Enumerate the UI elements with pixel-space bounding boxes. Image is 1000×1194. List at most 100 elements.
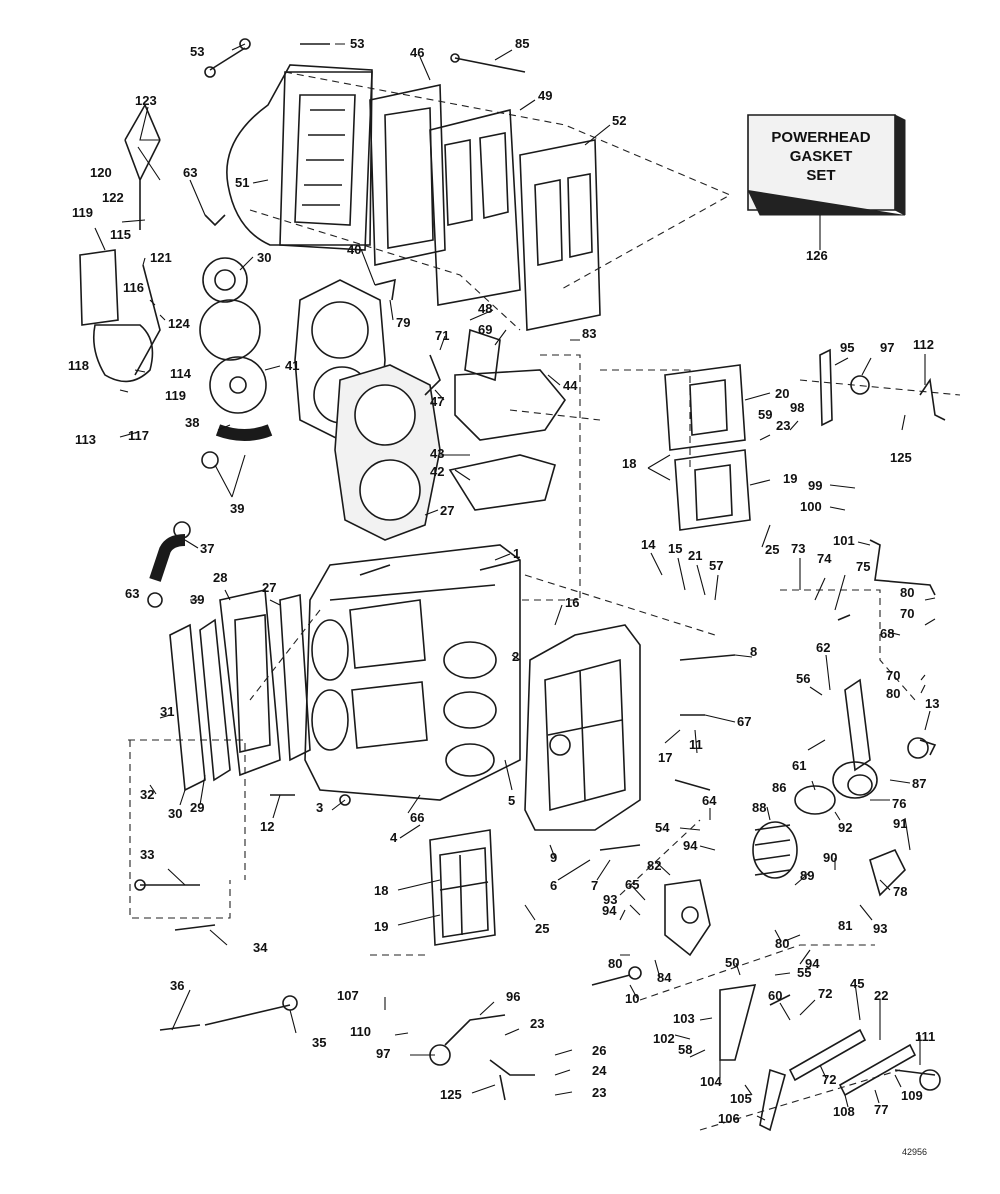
callout-119-bottom: 119 (165, 388, 186, 403)
callout-35: 35 (312, 1035, 326, 1050)
callout-34: 34 (253, 940, 268, 955)
callout-9: 9 (550, 850, 557, 865)
callout-32: 32 (140, 787, 154, 802)
callout-113: 113 (75, 432, 96, 447)
callout-66: 66 (410, 810, 424, 825)
callout-41: 41 (285, 358, 299, 373)
callout-33: 33 (140, 847, 154, 862)
callout-42: 42 (430, 464, 444, 479)
callout-14: 14 (641, 537, 656, 552)
linkage-parts (664, 348, 946, 1132)
callout-116: 116 (123, 280, 144, 295)
cylinder-head-cover (226, 64, 373, 251)
callout-93-a: 93 (603, 892, 617, 907)
callout-102: 102 (653, 1031, 675, 1046)
callout-74: 74 (817, 551, 832, 566)
callout-93-b: 93 (873, 921, 887, 936)
callout-117: 117 (128, 428, 149, 443)
callout-43: 43 (430, 446, 444, 461)
callout-49: 49 (538, 88, 552, 103)
callout-50: 50 (725, 955, 739, 970)
callout-122: 122 (102, 190, 124, 205)
callout-78: 78 (893, 884, 907, 899)
callout-80-c: 80 (608, 956, 622, 971)
callout-40: 40 (347, 242, 361, 257)
callout-91: 91 (893, 816, 907, 831)
callout-46: 46 (410, 45, 424, 60)
callout-23-bottom: 23 (592, 1085, 606, 1100)
callout-111: 111 (915, 1029, 935, 1044)
callout-101: 101 (833, 533, 855, 548)
callout-82: 82 (647, 858, 661, 873)
callout-17: 17 (658, 750, 672, 765)
callout-80-b: 80 (886, 686, 900, 701)
callout-94-c: 94 (805, 956, 820, 971)
callout-48: 48 (478, 301, 492, 316)
callout-47: 47 (430, 394, 444, 409)
callout-36: 36 (170, 978, 184, 993)
callout-124: 124 (168, 316, 190, 331)
callout-53-left: 53 (190, 44, 204, 59)
callout-5: 5 (508, 793, 515, 808)
callout-115: 115 (110, 227, 131, 242)
assembly-guide-lines (128, 71, 961, 1131)
callout-125-bottom: 125 (440, 1087, 462, 1102)
side-plates (169, 589, 311, 792)
callout-26: 26 (592, 1043, 606, 1058)
callout-87: 87 (912, 776, 926, 791)
callout-120: 120 (90, 165, 112, 180)
callout-19-top: 19 (783, 471, 797, 486)
cover-bolts (204, 38, 526, 78)
callout-59-top: 59 (758, 407, 772, 422)
callout-63-top: 63 (183, 165, 197, 180)
callout-107: 107 (337, 988, 359, 1003)
callout-1: 1 (513, 546, 520, 561)
callout-97-top: 97 (880, 340, 894, 355)
callout-63-left: 63 (125, 586, 139, 601)
callout-16: 16 (565, 595, 579, 610)
callout-30-top: 30 (257, 250, 271, 265)
callout-23-top: 23 (776, 418, 790, 433)
callout-60: 60 (768, 988, 782, 1003)
callout-6: 6 (550, 878, 557, 893)
callout-71: 71 (435, 328, 449, 343)
callout-30-left: 30 (168, 806, 182, 821)
cylinder-block (304, 544, 521, 801)
callout-119-top: 119 (72, 205, 93, 220)
callout-2: 2 (512, 649, 519, 664)
callout-76: 76 (892, 796, 906, 811)
callout-8: 8 (750, 644, 757, 659)
callout-105: 105 (730, 1091, 752, 1106)
callout-39-top: 39 (230, 501, 244, 516)
callout-25-top: 25 (765, 542, 779, 557)
callout-96: 96 (506, 989, 520, 1004)
callout-109: 109 (901, 1088, 923, 1103)
callout-103: 103 (673, 1011, 695, 1026)
callout-18-bottom: 18 (374, 883, 388, 898)
callout-25-bottom: 25 (535, 921, 549, 936)
callout-88: 88 (752, 800, 766, 815)
hoses (147, 424, 273, 608)
callout-65: 65 (625, 877, 639, 892)
gasket-box-line-1: POWERHEAD (771, 129, 870, 146)
callout-79: 79 (396, 315, 410, 330)
gasket-box-line-3: SET (806, 167, 835, 184)
callout-53-right: 53 (350, 36, 364, 51)
callout-118: 118 (68, 358, 89, 373)
callout-67: 67 (737, 714, 751, 729)
callout-126: 126 (806, 248, 828, 263)
callout-23-mid: 23 (530, 1016, 544, 1031)
callout-90: 90 (823, 850, 837, 865)
callout-69: 69 (478, 322, 492, 337)
callout-70-top: 70 (900, 606, 914, 621)
callout-89: 89 (800, 868, 814, 883)
gasket-box-line-2: GASKET (790, 148, 853, 165)
callout-72-a: 72 (818, 986, 832, 1001)
callout-106: 106 (718, 1111, 740, 1126)
callout-7: 7 (591, 878, 598, 893)
callout-108: 108 (833, 1104, 855, 1119)
callout-125-top: 125 (890, 450, 912, 465)
callout-22: 22 (874, 988, 888, 1003)
callout-38: 38 (185, 415, 199, 430)
